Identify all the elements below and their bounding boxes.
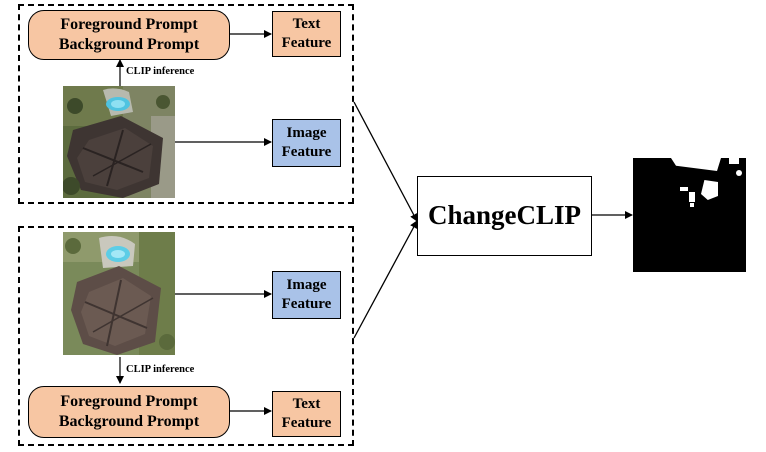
change-mask-output (633, 158, 746, 272)
mask-region-mid (689, 192, 695, 202)
top-prompt-background: Background Prompt (58, 36, 200, 53)
top-image-feature-line1: Image (286, 125, 327, 142)
top-prompt-box: Foreground Prompt Background Prompt (28, 10, 230, 60)
bottom-prompt-box: Foreground Prompt Background Prompt (28, 386, 230, 438)
bottom-text-feature-line2: Feature (281, 415, 332, 431)
top-text-feature-line2: Feature (281, 35, 332, 51)
top-image-feature-line2: Feature (281, 144, 332, 160)
top-prompt-foreground: Foreground Prompt (60, 16, 198, 33)
mask-region-left (680, 187, 688, 191)
changeclip-box: ChangeCLIP (417, 176, 592, 256)
arrow-bottom-group-to-main (353, 220, 418, 339)
bottom-text-feature-box: Text Feature (272, 391, 341, 437)
arrow-top-group-to-main (353, 101, 418, 222)
bottom-clip-inference-label: CLIP inference (126, 364, 195, 375)
top-clip-inference-label: CLIP inference (126, 66, 195, 77)
mask-region-dot (736, 170, 742, 176)
top-aerial-image (63, 86, 175, 198)
mask-region-corner (729, 158, 739, 164)
top-text-feature-box: Text Feature (272, 11, 341, 57)
bottom-image-feature-line2: Feature (281, 296, 332, 312)
bottom-group-frame (18, 226, 354, 446)
top-text-feature-line1: Text (292, 16, 321, 33)
top-group-frame (18, 4, 354, 204)
bottom-prompt-background: Background Prompt (58, 413, 200, 430)
top-image-feature-box: Image Feature (272, 119, 341, 167)
bottom-image-feature-line1: Image (286, 277, 327, 294)
mask-region-main (701, 180, 718, 200)
changeclip-label: ChangeCLIP (427, 200, 582, 231)
bottom-image-feature-box: Image Feature (272, 271, 341, 319)
bottom-aerial-image (63, 232, 175, 355)
bottom-prompt-foreground: Foreground Prompt (60, 393, 198, 410)
mask-region-top (671, 158, 721, 171)
mask-region-small (690, 203, 694, 207)
bottom-text-feature-line1: Text (292, 396, 321, 413)
